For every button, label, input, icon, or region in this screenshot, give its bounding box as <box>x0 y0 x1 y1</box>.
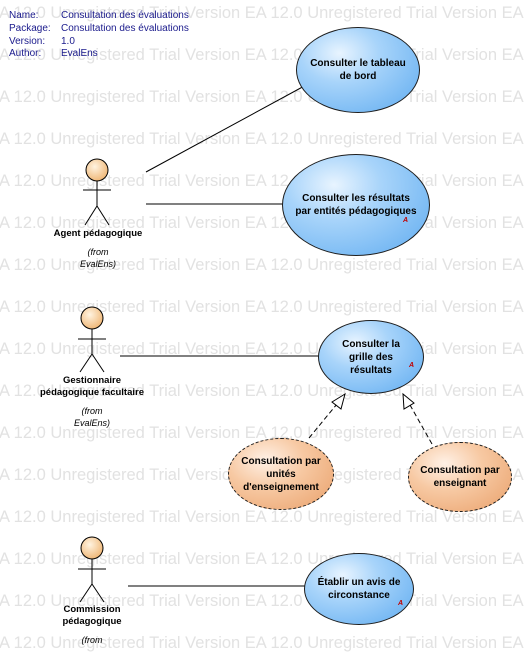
usecase-consultation-unites[interactable]: Consultation par unités d'enseignement <box>228 438 334 510</box>
actor-head <box>80 536 104 560</box>
meta-value: 1.0 <box>61 35 75 47</box>
meta-key: Author: <box>9 48 42 60</box>
usecase-text: Consulter la grille des résultats <box>342 338 400 376</box>
label-line: pédagogique facultaire <box>40 387 144 398</box>
abstract-marker: A <box>397 600 403 607</box>
usecase-text: Consulter les résultats par entités péda… <box>295 193 417 217</box>
from-line: (from <box>87 247 109 257</box>
usecase-text: Établir un avis de circonstance <box>317 577 401 601</box>
actor-head <box>85 158 109 182</box>
extend-enseignant-grille[interactable] <box>402 392 433 445</box>
meta-key: Name: <box>9 10 39 21</box>
meta-row-package: Package: Consultation des évaluations <box>9 23 189 36</box>
abstract-marker: A <box>408 362 414 369</box>
usecase-text: Consultation par enseignant <box>420 465 500 489</box>
from-line: (from <box>81 406 103 416</box>
meta-key: Package: <box>9 22 51 34</box>
actor-gestionnaire-label: Gestionnaire pédagogique facultaire <box>22 375 162 399</box>
meta-row-name: Name: Consultation des évaluations <box>9 10 189 23</box>
abstract-marker: A <box>402 217 408 224</box>
meta-row-author: Author: EvalEns <box>9 48 189 61</box>
label-line: pédagogique <box>62 616 122 627</box>
meta-value: Consultation des évaluations <box>61 10 189 21</box>
meta-key: Version: <box>9 35 46 47</box>
meta-value: Consultation des évaluations <box>61 22 189 34</box>
actor-commission-label: Commission pédagogique <box>40 604 144 628</box>
actor-commission-figure[interactable] <box>78 536 106 603</box>
from-line: EvalEns) <box>79 259 116 269</box>
actor-agent-label: Agent pédagogique <box>53 228 143 239</box>
usecase-consulter-resultats-entites[interactable]: Consulter les résultats par entités péda… <box>282 154 430 256</box>
from-line: (from <box>81 635 103 645</box>
association-agent-tableau[interactable] <box>145 83 309 173</box>
actor-gestionnaire-from: (from EvalEns) <box>54 405 130 429</box>
actor-commission-from: (from <box>54 634 130 646</box>
meta-value: EvalEns <box>61 48 98 60</box>
usecase-text: Consulter le tableau de bord <box>310 58 406 82</box>
from-line: EvalEns) <box>73 418 110 428</box>
extend-unites-grille[interactable] <box>308 392 346 439</box>
actor-gestionnaire-figure[interactable] <box>78 306 106 373</box>
actor-agent-figure[interactable] <box>83 158 111 226</box>
meta-row-version: Version: 1.0 <box>9 36 189 49</box>
diagram-metadata: Name: Consultation des évaluations Packa… <box>9 10 189 61</box>
label-line: Gestionnaire <box>62 375 122 386</box>
actor-agent-from: (from EvalEns) <box>60 246 136 270</box>
usecase-text: Consultation par unités d'enseignement <box>241 455 321 493</box>
usecase-etablir-avis[interactable]: Établir un avis de circonstance A <box>304 553 414 625</box>
actor-head <box>80 306 104 330</box>
usecase-consulter-grille[interactable]: Consulter la grille des résultats A <box>318 320 424 394</box>
usecase-consultation-enseignant[interactable]: Consultation par enseignant <box>408 442 512 512</box>
usecase-consulter-tableau[interactable]: Consulter le tableau de bord <box>296 27 420 113</box>
label-line: Commission <box>63 604 121 615</box>
